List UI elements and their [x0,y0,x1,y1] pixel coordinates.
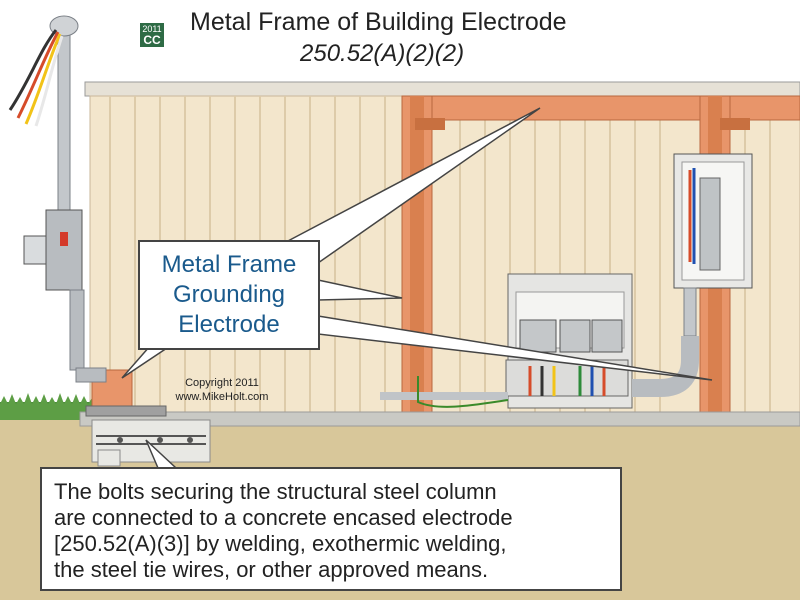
badge-year: 2011 [142,24,162,34]
conduit-elbow [632,336,699,397]
code-badge: 2011 CC [140,23,164,47]
callout-line-2: Grounding [172,281,286,308]
page-title: Metal Frame of Building Electrode [190,8,567,36]
copyright-notice: Copyright 2011 www.MikeHolt.com [162,376,282,404]
callout-line-3: Electrode [178,311,280,338]
callout-line-1: Metal Frame [161,251,297,278]
electrode-callout: Metal Frame Grounding Electrode [138,240,320,350]
note-line-3: [250.52(A)(3)] by welding, exothermic we… [54,531,507,556]
panelboard [673,153,753,337]
concrete-footing [91,419,211,467]
copyright-line-2: www.MikeHolt.com [175,391,269,403]
base-plate [85,405,167,417]
note-line-2: are connected to a concrete encased elec… [54,505,513,530]
copyright-line-1: Copyright 2011 [185,377,259,389]
equipment-enclosure [505,273,633,409]
badge-code: CC [143,33,161,47]
explanation-note: The bolts securing the structural steel … [40,467,622,591]
page-subtitle: 250.52(A)(2)(2) [300,40,465,67]
roof-edge [84,81,800,97]
grass [0,393,92,420]
note-line-4: the steel tie wires, or other approved m… [54,557,489,582]
floor-slab [79,411,800,427]
bonding-jumper [417,376,509,408]
note-line-1: The bolts securing the structural steel … [54,479,497,504]
service-mast [8,15,79,243]
meter-box [23,209,107,383]
callout-pointers [121,107,713,469]
